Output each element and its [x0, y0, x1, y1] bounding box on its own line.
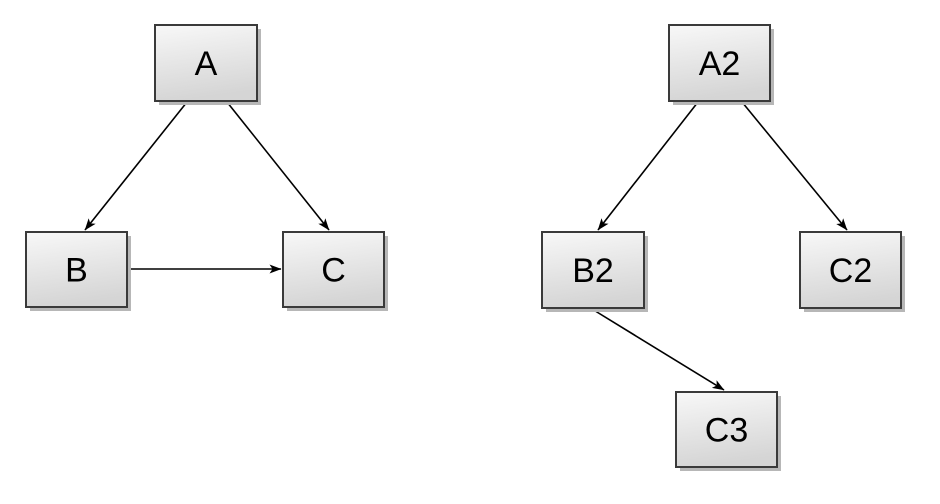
- edge-A2-C2: [741, 101, 848, 231]
- node-label: A: [195, 45, 218, 83]
- left-graph: A B C: [25, 24, 388, 311]
- node-label: B: [65, 252, 88, 290]
- node-C2: C2: [799, 231, 905, 312]
- node-label: C2: [829, 252, 872, 290]
- edge-A-C: [226, 101, 330, 231]
- edge-A-B: [84, 101, 188, 231]
- node-label: B2: [572, 252, 614, 290]
- node-box: [154, 24, 258, 102]
- node-C: C: [282, 231, 388, 311]
- node-C3: C3: [675, 391, 781, 471]
- node-box: [541, 231, 645, 309]
- node-A2: A2: [668, 24, 774, 105]
- node-B: B: [25, 231, 131, 311]
- node-box: [799, 231, 902, 309]
- node-label: C: [321, 252, 346, 290]
- edge-A2-B2: [597, 101, 699, 231]
- node-label: A2: [699, 45, 741, 83]
- node-box: [25, 231, 128, 308]
- node-box: [668, 24, 771, 102]
- edge-B2-C3: [591, 308, 725, 391]
- node-label: C3: [705, 412, 748, 450]
- node-box: [675, 391, 778, 468]
- node-B2: B2: [541, 231, 648, 312]
- node-box: [282, 231, 385, 308]
- node-A: A: [154, 24, 261, 105]
